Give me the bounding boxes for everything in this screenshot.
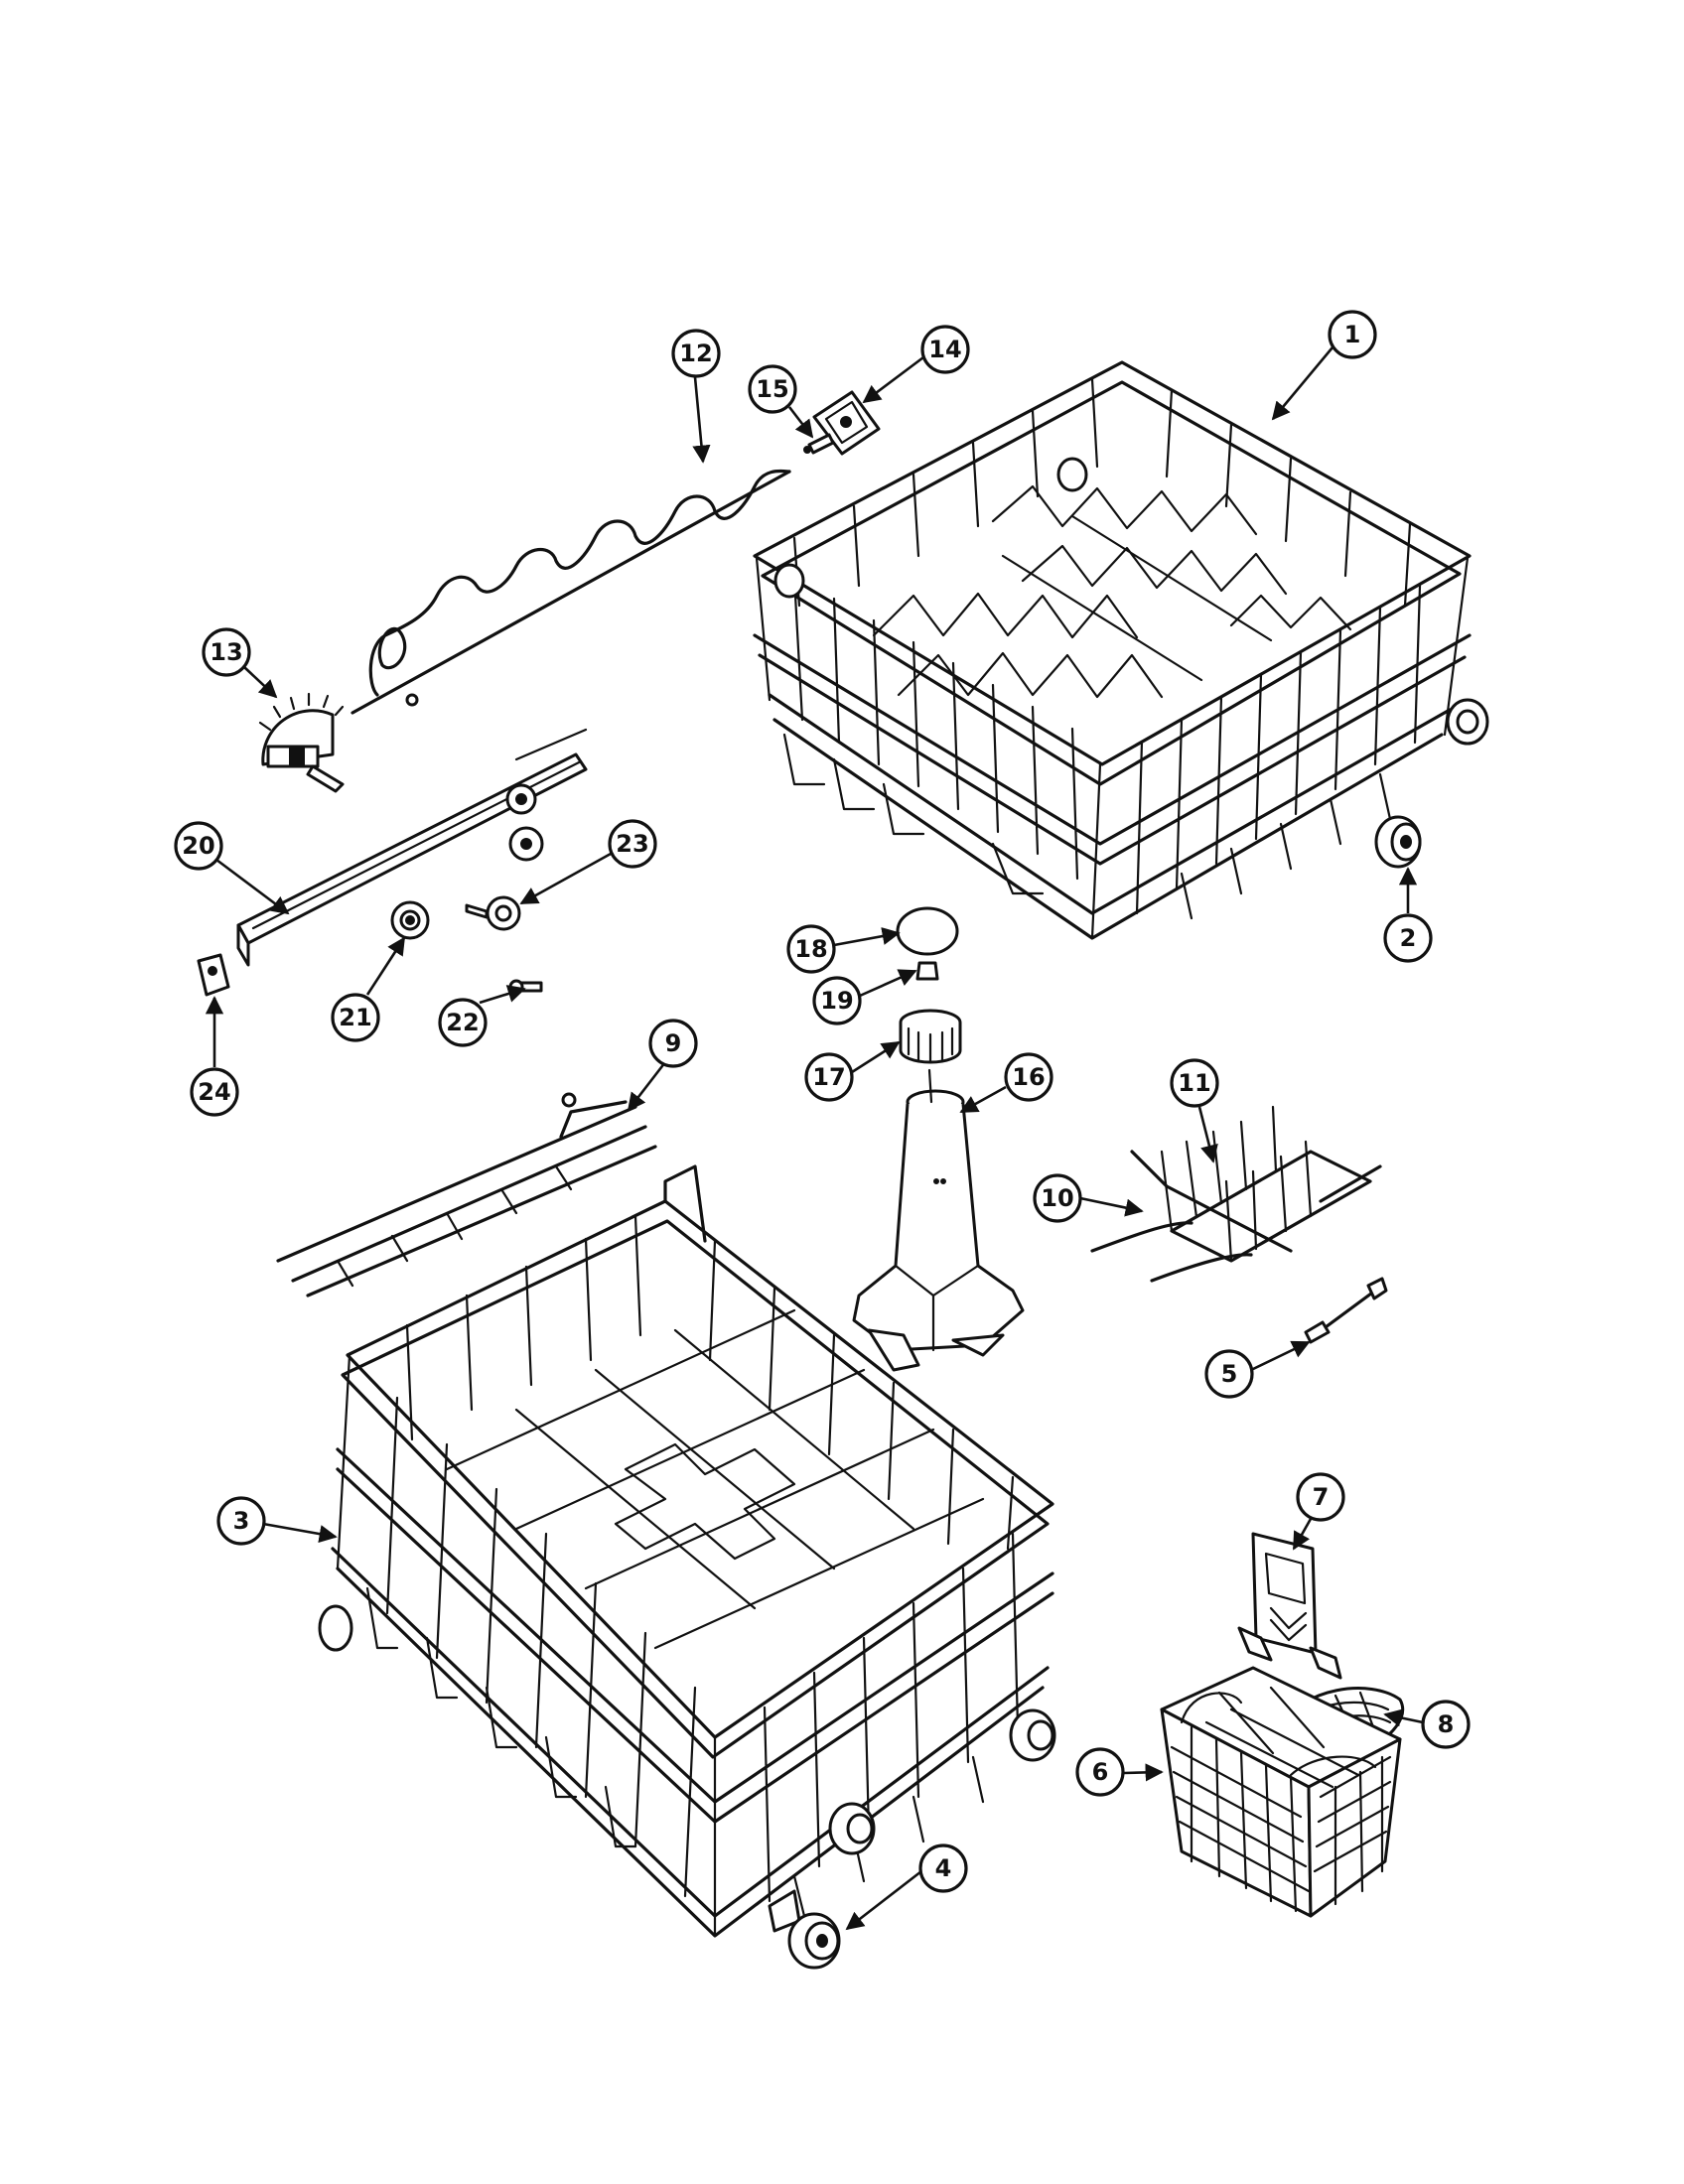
callout-label: 9 [665,1029,682,1057]
callout-label: 5 [1221,1360,1238,1388]
callout-18: 18 [786,924,901,974]
cup-shelf-part-9 [276,1092,657,1297]
rack-wheel-part-2 [1374,815,1422,869]
callout-20: 20 [174,821,290,915]
callout-16: 16 [959,1052,1053,1114]
cup-shelf-part-10 [1090,1150,1293,1283]
silverware-basket-part-6 [1160,1666,1402,1918]
coupling-part-17 [899,1009,962,1064]
callout-14: 14 [862,325,970,404]
callout-label: 21 [339,1004,371,1031]
callout-label: 4 [935,1854,952,1882]
callout-15: 15 [748,364,814,439]
callout-11: 11 [1170,1058,1219,1163]
callout-label: 3 [233,1507,250,1535]
callout-label: 17 [812,1063,845,1091]
upper-rack [753,360,1489,940]
callout-label: 20 [182,832,214,860]
callout-6: 6 [1075,1747,1164,1797]
callout-4: 4 [845,1843,968,1931]
adjuster-gear-part-13 [258,692,345,793]
spray-tower-part-16 [852,1068,1025,1372]
callout-label: 23 [616,830,648,858]
callout-label: 7 [1313,1483,1330,1511]
screw-part-15 [803,433,835,455]
callout-10: 10 [1033,1173,1144,1223]
rack-track-part-20 [236,728,588,967]
callout-label: 2 [1400,924,1417,952]
end-cap-part-24 [197,953,230,997]
callout-label: 16 [1012,1063,1045,1091]
callout-label: 15 [756,375,788,403]
callout-7: 7 [1292,1472,1345,1551]
roller-part-23 [465,895,521,931]
callout-21: 21 [331,936,406,1042]
roller-part-21 [390,900,430,940]
callout-13: 13 [202,627,278,699]
lower-wheel-part-4 [768,1889,841,1970]
callout-label: 11 [1178,1069,1210,1097]
rack-adjuster-rail-part-12 [351,469,791,715]
nut-part-19 [915,961,939,981]
callout-label: 13 [210,638,242,666]
callout-23: 23 [519,819,657,905]
callout-label: 1 [1344,321,1361,348]
callout-label: 24 [198,1078,230,1106]
callout-label: 10 [1041,1184,1073,1212]
callout-label: 12 [679,340,712,367]
callout-2: 2 [1383,867,1433,963]
callout-12: 12 [671,329,721,464]
callout-1: 1 [1271,310,1377,421]
callout-label: 22 [446,1009,479,1036]
tine-row-part-11 [1160,1105,1382,1263]
callout-24: 24 [190,996,239,1117]
callout-19: 19 [812,969,917,1025]
basket-cover-part-7 [1237,1532,1342,1680]
callout-label: 14 [928,336,961,363]
lower-rack [318,1164,1056,1938]
cap-part-18 [896,906,959,956]
clip-part-5 [1304,1277,1388,1344]
callout-22: 22 [438,985,526,1047]
callout-3: 3 [216,1496,338,1546]
callout-8: 8 [1383,1700,1471,1749]
callout-label: 19 [820,987,853,1015]
callout-9: 9 [627,1019,698,1112]
callout-label: 8 [1438,1710,1455,1738]
callout-17: 17 [804,1040,901,1102]
callout-label: 6 [1092,1758,1109,1786]
callout-label: 18 [794,935,827,963]
callout-5: 5 [1204,1340,1311,1399]
